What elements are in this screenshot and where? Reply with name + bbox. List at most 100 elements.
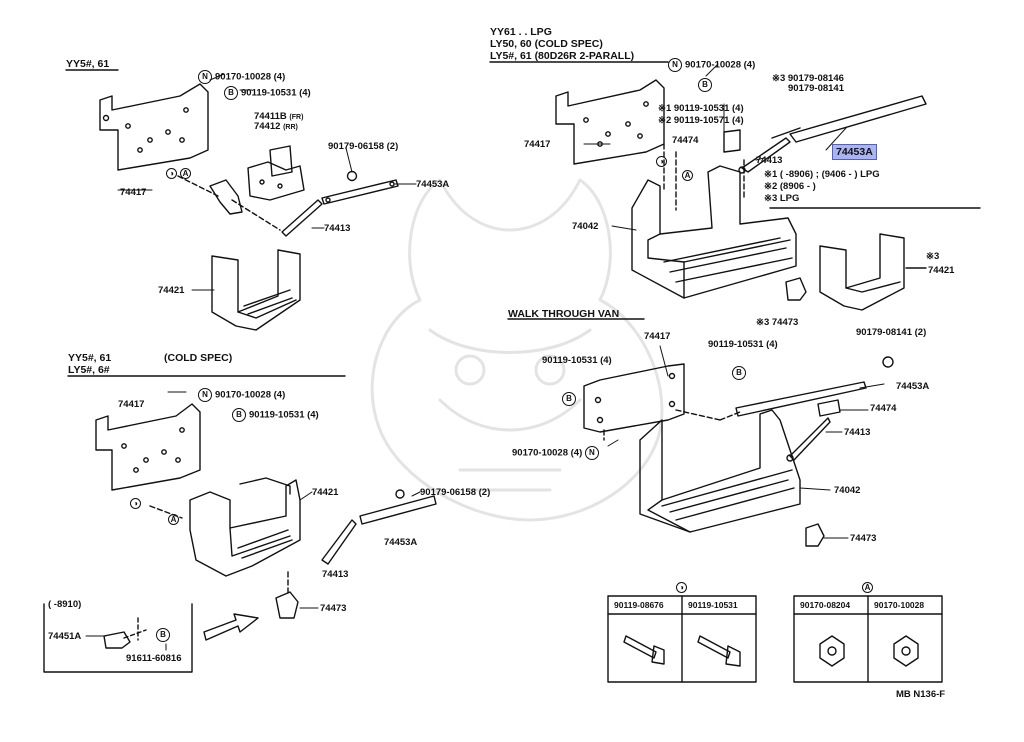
callout-n-wt: 90170-10028 (4) N bbox=[512, 446, 602, 460]
bolt-90119-08676-drawing bbox=[623, 635, 665, 665]
label-91611-60816: 91611-60816 bbox=[126, 653, 182, 664]
label-74473-top-right: ※3 74473 bbox=[756, 317, 799, 328]
clamp-74453A-walk-through bbox=[735, 381, 867, 417]
note-line-3: ※3 LPG bbox=[764, 193, 800, 204]
hook-74413-mid-left bbox=[321, 519, 357, 565]
bolt-90119-10531-drawing bbox=[697, 635, 741, 667]
section-title-top-right-1: YY61 . . LPG bbox=[490, 26, 552, 38]
nut-90179-06158-mid bbox=[395, 489, 405, 499]
hook-74413-top-right bbox=[738, 137, 791, 174]
table-cell-90170-08204: 90170-08204 bbox=[800, 600, 851, 610]
bracket-74417-top-left bbox=[99, 83, 209, 171]
label-74411B: 74411B (FR) bbox=[254, 111, 304, 122]
fastener-table bbox=[607, 595, 943, 683]
hook-74413-walk-through bbox=[786, 417, 831, 462]
label-74412: 74412 (RR) bbox=[254, 121, 298, 132]
clamp-74453A-top-right bbox=[771, 95, 927, 143]
bracket-74417-walk-through bbox=[583, 363, 685, 433]
label-74421-mid-left: 74421 bbox=[312, 487, 339, 498]
footer-code: MB N136-F bbox=[896, 689, 946, 700]
note-line-1: ※1 ( -8906) ; (9406 - ) LPG bbox=[764, 169, 880, 180]
note-line-2: ※2 (8906 - ) bbox=[764, 181, 816, 192]
section-title-top-right-2: LY50, 60 (COLD SPEC) bbox=[490, 38, 603, 50]
nut-90179-08141-walk-through bbox=[882, 356, 894, 368]
bracket-74417-top-right bbox=[555, 79, 665, 165]
label-90119-10531-wt-left: 90119-10531 (4) bbox=[542, 355, 612, 366]
label-74417-top-left: 74417 bbox=[120, 187, 147, 198]
section-title-top-left: YY5#, 61 bbox=[66, 58, 110, 70]
clamp-74474-walk-through bbox=[817, 399, 841, 417]
label-90179-08146: ※3 90179-08146 bbox=[772, 73, 844, 84]
nut-90179-06158 bbox=[346, 170, 358, 182]
label-74453A-mid-left: 74453A bbox=[384, 537, 418, 548]
section-title-mid-left-2: LY5#, 6# bbox=[68, 364, 110, 376]
tray-74421-top-left bbox=[211, 249, 301, 331]
marker-half-tl: ◑A bbox=[166, 168, 194, 179]
nut-90170-10028-drawing bbox=[893, 635, 919, 667]
clamp-74474-top-right bbox=[723, 129, 741, 153]
inset-title: ( -8910) bbox=[48, 599, 82, 610]
label-74473-walk-through: 74473 bbox=[850, 533, 877, 544]
clamp-74411B-74412 bbox=[247, 145, 305, 201]
label-90119-10531-wt-right: 90119-10531 (4) bbox=[708, 339, 778, 350]
label-74042-top-right: 74042 bbox=[572, 221, 599, 232]
label-74413-top-right: 74413 bbox=[756, 155, 783, 166]
callout-b-wt-right: B bbox=[732, 366, 749, 380]
tray-74042-walk-through bbox=[639, 409, 801, 533]
tray-74421-mid-left bbox=[189, 477, 301, 577]
label-90119-10531-tr: ※1 90119-10531 (4) bbox=[658, 103, 744, 114]
label-74421-top-left: 74421 bbox=[158, 285, 185, 296]
cushion-74473-walk-through bbox=[805, 523, 825, 547]
label-74413-top-left: 74413 bbox=[324, 223, 351, 234]
clamp-74453A-mid-left bbox=[359, 495, 437, 525]
label-74413-mid-left: 74413 bbox=[322, 569, 349, 580]
section-title-mid-left-cold: (COLD SPEC) bbox=[164, 352, 233, 364]
label-74421-top-right: 74421 bbox=[928, 265, 955, 276]
marker-a-ml: A bbox=[168, 514, 182, 525]
label-74417-top-right: 74417 bbox=[524, 139, 551, 150]
tray-74421-top-right bbox=[819, 233, 905, 311]
clamp-74453A-top-left bbox=[321, 179, 399, 205]
section-title-walk-through: WALK THROUGH VAN bbox=[508, 308, 620, 320]
table-cell-90119-08676: 90119-08676 bbox=[614, 600, 664, 610]
table-header-half: ◑ bbox=[676, 582, 690, 593]
hanger-small-top-left bbox=[209, 179, 243, 215]
label-74042-walk-through: 74042 bbox=[834, 485, 861, 496]
label-90179-06158-mid: 90179-06158 (2) bbox=[420, 487, 491, 498]
label-74453A-top-left: 74453A bbox=[416, 179, 450, 190]
callout-b-inset: B bbox=[156, 628, 173, 642]
callout-b-wt-left: B bbox=[562, 392, 579, 406]
marker-half-ml: ◑ bbox=[130, 498, 144, 509]
section-title-mid-left-1: YY5#, 61 bbox=[68, 352, 112, 364]
dash-line-tr bbox=[663, 143, 745, 211]
table-cell-90119-10531: 90119-10531 bbox=[688, 600, 738, 610]
cushion-74473-mid-left bbox=[275, 591, 299, 619]
leader-lines bbox=[85, 63, 885, 651]
nut-90170-08204-drawing bbox=[819, 635, 845, 667]
cushion-74473-top-right bbox=[785, 277, 807, 301]
label-74473-mid-left: 74473 bbox=[320, 603, 347, 614]
label-74474-top-right: 74474 bbox=[672, 135, 699, 146]
tray-74042-top-right bbox=[631, 165, 797, 299]
label-74453A-highlighted[interactable]: 74453A bbox=[832, 144, 877, 160]
inset-frame bbox=[43, 603, 193, 673]
label-74474-walk-through: 74474 bbox=[870, 403, 897, 414]
section-title-top-right-3: LY5#, 61 (80D26R 2-PARALL) bbox=[490, 50, 635, 62]
label-74417-mid-left: 74417 bbox=[118, 399, 145, 410]
table-header-nut: A bbox=[862, 582, 876, 593]
arrow-inset bbox=[203, 613, 259, 641]
label-74413-walk-through: 74413 bbox=[844, 427, 871, 438]
label-90179-06158-top: 90179-06158 (2) bbox=[328, 141, 399, 152]
marker-a-tr: A bbox=[682, 170, 696, 181]
label-90179-08141-wt: 90179-08141 (2) bbox=[856, 327, 927, 338]
label-74451A: 74451A bbox=[48, 631, 82, 642]
hold-down-74413-top-left bbox=[281, 199, 323, 237]
table-cell-90170-10028: 90170-10028 bbox=[874, 600, 925, 610]
